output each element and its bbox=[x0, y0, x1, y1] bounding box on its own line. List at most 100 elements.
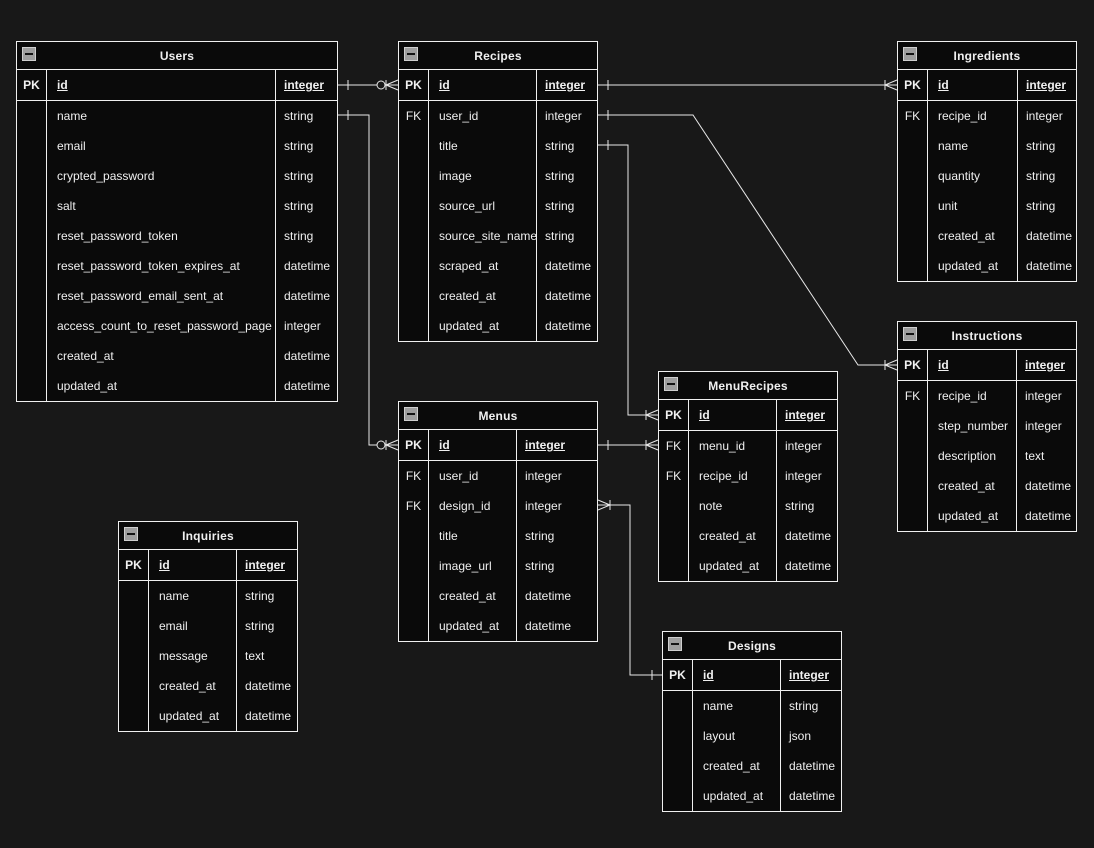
connection-users-menus[interactable] bbox=[338, 110, 399, 451]
connection-line[interactable] bbox=[598, 144, 658, 416]
connection-line[interactable] bbox=[598, 504, 662, 676]
collapse-minus-icon[interactable] bbox=[124, 527, 138, 541]
connection-users-recipes[interactable] bbox=[338, 79, 399, 91]
collapse-minus-icon[interactable] bbox=[664, 377, 678, 391]
row-field-type: datetime bbox=[276, 251, 337, 281]
row-field-name-label: quantity bbox=[938, 169, 981, 183]
row-field-name: created_at bbox=[149, 671, 237, 701]
collapse-minus-icon[interactable] bbox=[668, 637, 682, 651]
row-field-type: integer bbox=[1018, 101, 1076, 131]
connection-line[interactable] bbox=[598, 114, 897, 366]
row-key-label: PK bbox=[904, 78, 921, 92]
table-row[interactable]: description text bbox=[898, 441, 1076, 471]
connection-menus-menurecipes[interactable] bbox=[598, 439, 659, 451]
minus-glyph bbox=[671, 643, 679, 645]
collapse-minus-icon[interactable] bbox=[903, 327, 917, 341]
connection-menus-designs[interactable] bbox=[597, 499, 662, 680]
collapse-minus-icon[interactable] bbox=[903, 47, 917, 61]
collapse-minus-icon[interactable] bbox=[22, 47, 36, 61]
collapse-minus-icon[interactable] bbox=[404, 407, 418, 421]
connection-recipes-menurecipes[interactable] bbox=[598, 140, 659, 421]
connection-line[interactable] bbox=[338, 114, 398, 446]
row-field-name: id bbox=[928, 70, 1018, 101]
row-field-type-label: text bbox=[1025, 449, 1045, 463]
collapse-minus-icon[interactable] bbox=[404, 47, 418, 61]
row-field-type-label: string bbox=[245, 619, 275, 633]
row-field-name: recipe_id bbox=[928, 101, 1018, 131]
row-field-name-label: menu_id bbox=[699, 439, 746, 453]
row-field-name-label: description bbox=[938, 449, 997, 463]
row-field-type: string bbox=[537, 191, 597, 221]
connection-recipes-ingredients[interactable] bbox=[598, 79, 898, 91]
connection-recipes-instructions[interactable] bbox=[598, 110, 898, 371]
row-key bbox=[898, 501, 928, 531]
row-field-name-label: crypted_password bbox=[57, 169, 155, 183]
row-field-type-label: string bbox=[789, 699, 819, 713]
